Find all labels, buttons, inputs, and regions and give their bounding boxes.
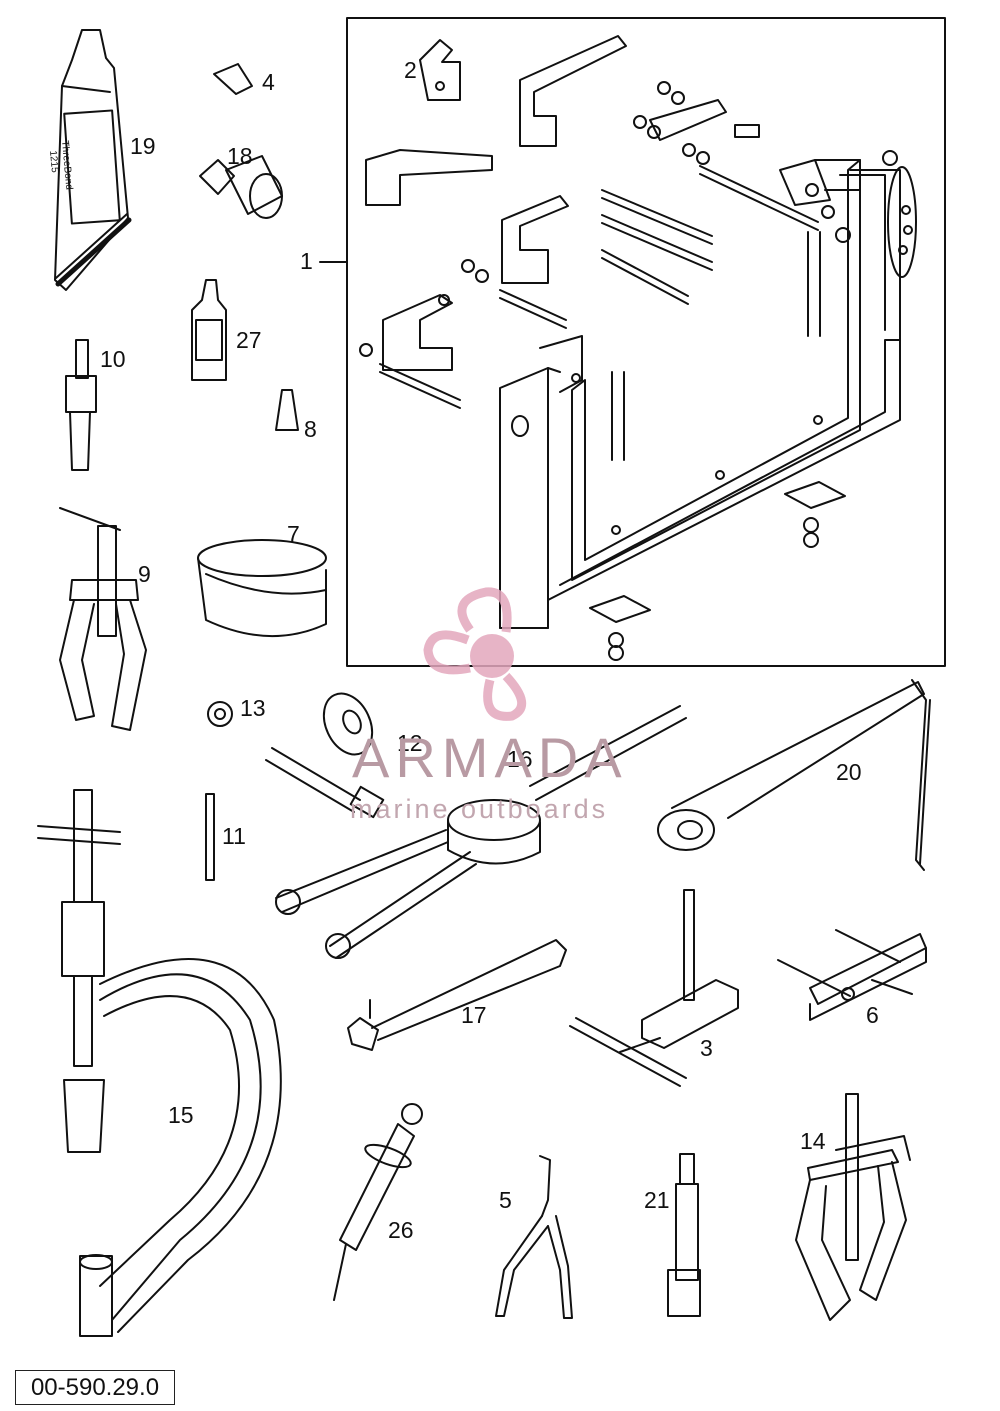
tool-21-rod-icon xyxy=(667,1153,701,1317)
tool-3-block-icon xyxy=(569,889,739,1087)
part-label-4: 4 xyxy=(262,69,275,95)
tool-20-chain-wrench-icon xyxy=(657,679,931,871)
part-label-3: 3 xyxy=(700,1035,713,1061)
watermark-subtitle: marine outboards xyxy=(350,794,609,824)
armada-logo-icon xyxy=(423,587,526,721)
tool-16-holder-icon xyxy=(275,705,687,959)
part-label-12: 12 xyxy=(397,730,423,756)
part-label-14: 14 xyxy=(800,1128,826,1154)
part-label-16: 16 xyxy=(507,746,533,772)
tool-15-press-icon xyxy=(37,789,282,1337)
sealant-tube-icon xyxy=(54,29,132,291)
part-label-18: 18 xyxy=(227,143,253,169)
part-label-8: 8 xyxy=(304,416,317,442)
tool-11-pin-icon xyxy=(205,793,215,881)
tool-10-puller-icon xyxy=(65,339,97,471)
part-label-7: 7 xyxy=(287,521,300,547)
tool-5-pliers-icon xyxy=(495,1155,573,1319)
tool-26-syringe-icon xyxy=(333,1103,423,1301)
tool-18-adapter-icon xyxy=(199,155,283,219)
watermark-title: ARMADA xyxy=(352,726,628,789)
tool-8-tip-icon xyxy=(275,389,299,431)
tool-7-ring-icon xyxy=(197,539,327,637)
part-label-27: 27 xyxy=(236,327,262,353)
part-label-9: 9 xyxy=(138,561,151,587)
part-label-17: 17 xyxy=(461,1002,487,1028)
tool-14-puller-icon xyxy=(795,1093,911,1321)
part-label-5: 5 xyxy=(499,1187,512,1213)
tube-code-text: 1215 xyxy=(47,150,60,174)
engine-stand-frame-box xyxy=(346,17,946,667)
tool-17-spanner-icon xyxy=(347,939,567,1051)
part-label-6: 6 xyxy=(866,1002,879,1028)
part-label-19: 19 xyxy=(130,133,156,159)
tool-13-nut-icon xyxy=(207,701,233,727)
part-label-20: 20 xyxy=(836,759,862,785)
part-label-11: 11 xyxy=(222,823,246,849)
part-label-10: 10 xyxy=(100,346,126,372)
part-label-13: 13 xyxy=(240,695,266,721)
diagram-code: 00-590.29.0 xyxy=(15,1370,175,1405)
tool-9-puller-icon xyxy=(59,507,147,731)
tool-6-bar-puller-icon xyxy=(777,929,927,1021)
part-label-21: 21 xyxy=(644,1187,670,1213)
tool-27-bottle-icon xyxy=(191,279,227,381)
stand-brackets-and-bolts xyxy=(359,35,835,461)
part-label-15: 15 xyxy=(168,1102,194,1128)
part-label-1: 1 xyxy=(300,248,313,274)
part-label-26: 26 xyxy=(388,1217,414,1243)
tool-12-bearing-and-bolt-icon xyxy=(265,692,385,819)
engine-stand-frame xyxy=(499,150,917,661)
part-label-2: 2 xyxy=(404,57,417,83)
tool-4-cone-icon xyxy=(213,63,253,95)
